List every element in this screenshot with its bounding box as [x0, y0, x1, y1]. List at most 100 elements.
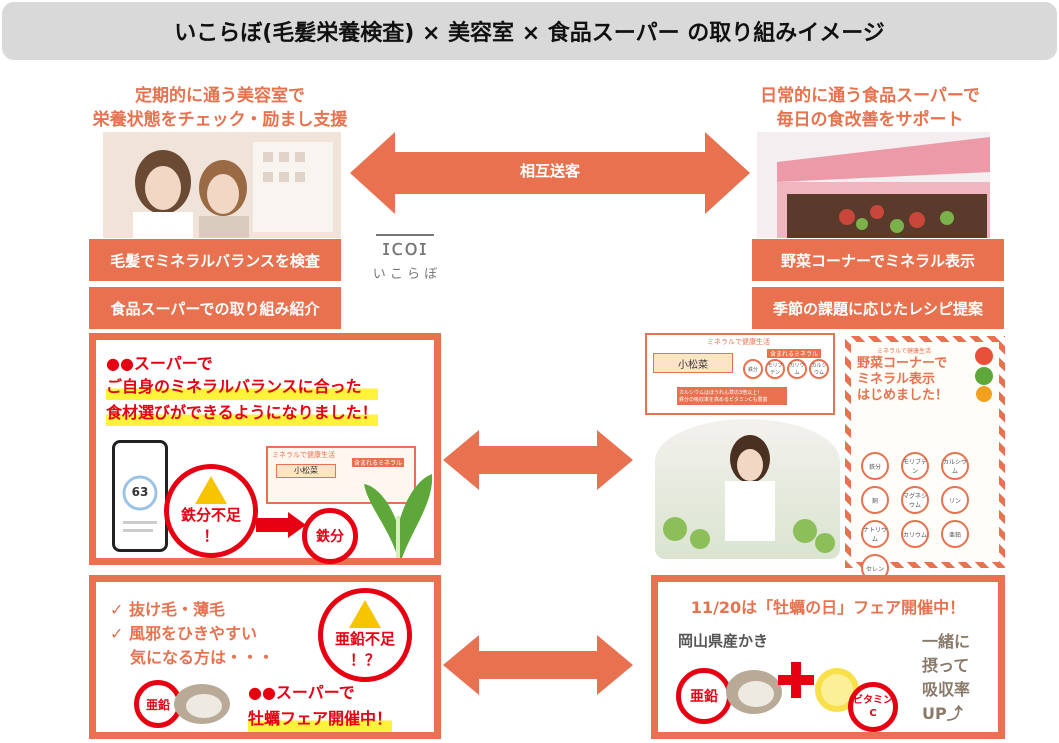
card-badge: 含まれるミネラル	[767, 349, 822, 358]
label-recipe-suggest: 季節の課題に応じたレシピ提案	[752, 287, 1004, 329]
mineral-card: ミネラルで健康生活 小松菜 含まれるミネラル 鉄分 モリブデン カリウム カルシ…	[645, 333, 835, 415]
supermarket-illustration	[757, 132, 990, 238]
shopper-photo	[655, 419, 840, 559]
card-mineral: 鉄分	[743, 359, 763, 379]
bottom-arrow	[443, 635, 633, 695]
label-supermarket-intro: 食品スーパーでの取り組み紹介	[89, 287, 341, 329]
poster-mineral: 銅	[861, 486, 889, 514]
check-text-1: 抜け毛・薄毛	[128, 600, 225, 619]
check-item-1: ✓ 抜け毛・薄毛	[110, 598, 274, 622]
poster-mineral: 亜鉛	[941, 520, 969, 548]
poster-mineral: カルシウム	[941, 452, 969, 480]
salon-photo	[103, 132, 341, 242]
absorption-line4: UP⤴	[922, 704, 963, 723]
phone-chart-icon	[122, 475, 158, 532]
panel-tl-line2: 食材選びができるようになりました！	[106, 400, 378, 426]
iron-target-badge: 鉄分	[302, 508, 358, 564]
vitamin-c-badge: ビタミン C	[848, 682, 898, 732]
oyster-icon	[174, 684, 230, 724]
absorption-line2: 摂って	[922, 656, 970, 675]
poster-mineral: マグネシウム	[901, 486, 929, 514]
panel-tl-line1: ご自身のミネラルバランスに合った	[106, 374, 378, 400]
icolabo-logo: ɪcoɪ い こ ら ぼ	[360, 234, 450, 282]
vitamin-letter: C	[869, 708, 877, 719]
warning-icon	[349, 600, 381, 628]
oyster-fair-line1: ●●スーパーで	[248, 683, 355, 702]
iron-deficit-text: 鉄分不足	[180, 506, 241, 524]
absorption-line3: 吸収率	[922, 680, 971, 699]
card-note: カルシウムはほうれん草の3倍以上！ 鉄分の吸収率を高めるビタミンCも豊富	[677, 387, 787, 405]
card-note-line1: カルシウムはほうれん草の3倍以上！	[679, 390, 763, 396]
mini-card-title: 小松菜	[276, 464, 336, 478]
label-hair-test: 毛髪でミネラルバランスを検査	[89, 239, 341, 281]
left-header-line1: 定期的に通う美容室で	[135, 86, 305, 106]
label-mineral-display: 野菜コーナーでミネラル表示	[752, 239, 1004, 281]
panel-zinc-deficit: ✓ 抜け毛・薄毛 ✓ 風邪をひきやすい 気になる方は・・・ 亜鉛不足 ！？ 亜鉛…	[89, 575, 441, 739]
vegetable-poster: ミネラルで健康生活 野菜コーナーで ミネラル表示 はじめました！ 鉄分 モリブデ…	[845, 336, 1005, 582]
poster-title: 野菜コーナーで ミネラル表示 はじめました！	[857, 356, 948, 404]
iron-deficit-mark: ！	[203, 527, 219, 545]
mini-mineral-card: ミネラルで健康生活 小松菜 含まれるミネラル	[266, 446, 416, 504]
card-mineral: カルシウム	[809, 359, 829, 379]
mini-card-header: ミネラルで健康生活	[272, 451, 335, 459]
komatsuna-icon	[364, 474, 433, 558]
left-header-line2: 栄養状態をチェック・励まし支援	[92, 110, 348, 130]
card-title: 小松菜	[653, 353, 733, 373]
check-tail: 気になる方は・・・	[130, 648, 275, 667]
absorption-line1: 一緒に	[922, 632, 971, 651]
zinc-deficit-mark: ！？	[349, 651, 380, 669]
oyster-fair-message: ●●スーパーで 牡蠣フェア開催中！	[248, 680, 393, 732]
poster-header: ミネラルで健康生活	[877, 348, 932, 355]
check-text-2: 風邪をひきやすい	[128, 624, 257, 643]
card-mineral: カリウム	[787, 359, 807, 379]
logo-text: い こ ら ぼ	[372, 267, 438, 282]
oyster-day-heading: 11/20は「牡蠣の日」フェア開催中！	[690, 598, 966, 617]
check-item-2: ✓ 風邪をひきやすい	[110, 622, 274, 646]
poster-mineral: 鉄分	[861, 452, 889, 480]
panel-vegetable-corner: ミネラルで健康生活 小松菜 含まれるミネラル 鉄分 モリブデン カリウム カルシ…	[645, 333, 840, 568]
poster-mineral: ナトリウム	[861, 520, 889, 548]
checklist: ✓ 抜け毛・薄毛 ✓ 風邪をひきやすい 気になる方は・・・	[110, 598, 274, 670]
right-header-line1: 日常的に通う食品スーパーで	[760, 86, 980, 106]
card-mineral: モリブデン	[765, 359, 785, 379]
panel-mineral-balance: ●●スーパーで ご自身のミネラルバランスに合った 食材選びができるようになりまし…	[89, 333, 441, 565]
poster-title-line2: ミネラル表示	[857, 372, 936, 387]
oyster-icon	[726, 670, 782, 714]
warning-icon	[195, 476, 227, 504]
vitamin-text: ビタミン	[853, 695, 893, 706]
poster-mineral-grid: 鉄分 モリブデン カルシウム 銅 マグネシウム リン ナトリウム カリウム 亜鉛…	[861, 452, 971, 582]
poster-mineral: リン	[941, 486, 969, 514]
card-minerals: 鉄分 モリブデン カリウム カルシウム	[743, 359, 829, 379]
logo-mark: ɪcoɪ	[376, 234, 434, 261]
shopper-illustration	[663, 435, 835, 553]
check-icon: ✓	[110, 600, 129, 619]
oyster-fair-line2: 牡蠣フェア開催中！	[248, 706, 393, 732]
page-title: いこらぼ(毛髪栄養検査) × 美容室 × 食品スーパー の取り組みイメージ	[2, 2, 1057, 60]
poster-title-line1: 野菜コーナーで	[857, 356, 948, 371]
right-header-line2: 毎日の食改善をサポート	[776, 110, 964, 130]
salon-photo-illustration	[103, 132, 341, 242]
middle-arrow	[443, 430, 633, 490]
poster-body: ミネラルで健康生活 野菜コーナーで ミネラル表示 はじめました！ 鉄分 モリブデ…	[851, 342, 999, 582]
check-icon: ✓	[110, 624, 129, 643]
poster-mineral: モリブデン	[901, 452, 929, 480]
phone-score: 63	[131, 485, 149, 499]
card-header: ミネラルで健康生活	[707, 338, 770, 346]
panel-tl-heading: ●●スーパーで	[106, 354, 213, 373]
vegetable-icon	[975, 347, 993, 402]
panel-tl-message: ご自身のミネラルバランスに合った 食材選びができるようになりました！	[106, 374, 378, 426]
plus-icon	[778, 662, 814, 698]
poster-title-line3: はじめました！	[857, 388, 949, 403]
zinc-deficit-text: 亜鉛不足	[334, 630, 395, 648]
zinc-deficit-badge: 亜鉛不足 ！？	[318, 588, 412, 682]
card-note-line2: 鉄分の吸収率を高めるビタミンCも豊富	[679, 397, 768, 403]
product-name: 岡山県産かき	[678, 632, 769, 650]
panel-oyster-day: 11/20は「牡蠣の日」フェア開催中！ 岡山県産かき 亜鉛 ビタミン C 一緒に…	[651, 575, 1005, 739]
red-arrow-icon	[256, 512, 306, 538]
poster-mineral: カリウム	[901, 520, 929, 548]
iron-deficit-badge: 鉄分不足 ！	[164, 464, 258, 558]
right-header: 日常的に通う食品スーパーで 毎日の食改善をサポート	[730, 84, 1010, 132]
mutual-referral-label: 相互送客	[519, 162, 580, 180]
supermarket-photo	[757, 132, 990, 238]
absorption-note: 一緒に 摂って 吸収率 UP⤴	[922, 630, 970, 726]
